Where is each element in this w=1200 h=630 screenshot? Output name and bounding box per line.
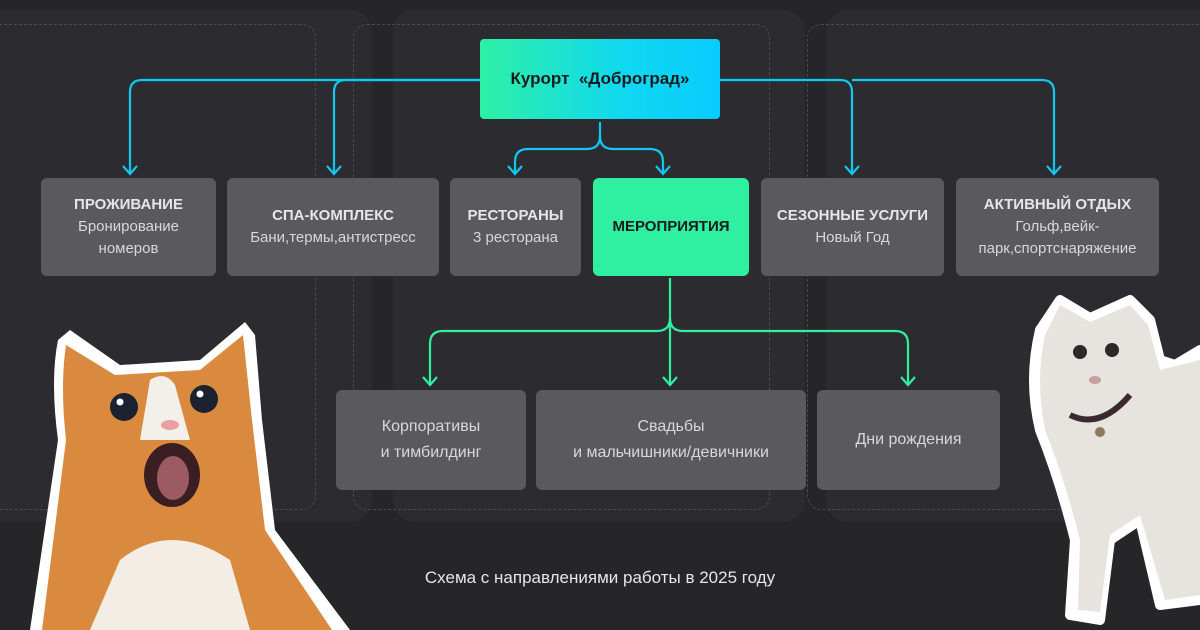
event-line2: и мальчишники/девичники — [573, 444, 769, 461]
event-line2: и тимбилдинг — [380, 444, 482, 461]
arrow-to-rest — [513, 122, 602, 174]
root-label: Курорт «Доброград» — [510, 69, 690, 88]
event-line1: Дни рождения — [855, 431, 962, 448]
node-title: РЕСТОРАНЫ — [467, 207, 564, 224]
node-subtitle: Бани,термы,антистресс — [250, 229, 416, 246]
node-title: МЕРОПРИЯТИЯ — [612, 218, 730, 235]
node-restaurants: РЕСТОРАНЫ 3 ресторана — [450, 178, 581, 276]
arrow-to-spa — [332, 78, 480, 174]
node-title: АКТИВНЫЙ ОТДЫХ — [983, 196, 1132, 213]
node-title: ПРОЖИВАНИЕ — [74, 196, 183, 213]
event-weddings: Свадьбы и мальчишники/девичники — [536, 390, 806, 490]
node-spa: СПА-КОМПЛЕКС Бани,термы,антистресс — [227, 178, 439, 276]
cat-eye — [1105, 343, 1119, 357]
caption: Схема с направлениями работы в 2025 году — [424, 568, 776, 587]
node-subtitle: Гольф,вейк-парк,спортснаряжение — [978, 218, 1137, 257]
node-title: СПА-КОМПЛЕКС — [272, 207, 394, 224]
node-accommodation: ПРОЖИВАНИЕ Бронирование номеров — [41, 178, 216, 276]
event-line1: Корпоративы — [381, 418, 481, 435]
arrow-to-birthday — [668, 317, 910, 385]
cat-bell — [1095, 427, 1105, 437]
event-birthdays: Дни рождения — [817, 390, 1000, 490]
arrow-to-season — [720, 78, 854, 174]
arrow-to-proj — [128, 78, 480, 174]
event-line1: Свадьбы — [637, 418, 705, 435]
node-subtitle: Новый Год — [815, 229, 890, 246]
event-corporate: Корпоративы и тимбилдинг — [336, 390, 526, 490]
root-node: Курорт «Доброград» — [480, 39, 720, 119]
node-events: МЕРОПРИЯТИЯ — [593, 178, 749, 276]
cat-eye — [110, 393, 138, 421]
node-subtitle: 3 ресторана — [472, 229, 559, 246]
cat-eye — [1073, 345, 1087, 359]
cat-collar — [1068, 393, 1133, 423]
cat-eye — [190, 385, 218, 413]
node-active: АКТИВНЫЙ ОТДЫХ Гольф,вейк-парк,спортснар… — [956, 178, 1159, 276]
arrow-to-events — [598, 135, 665, 174]
node-subtitle: Бронирование номеров — [77, 218, 180, 257]
node-seasonal: СЕЗОННЫЕ УСЛУГИ Новый Год — [761, 178, 944, 276]
arrow-to-active — [852, 78, 1056, 174]
node-title: СЕЗОННЫЕ УСЛУГИ — [776, 207, 929, 224]
